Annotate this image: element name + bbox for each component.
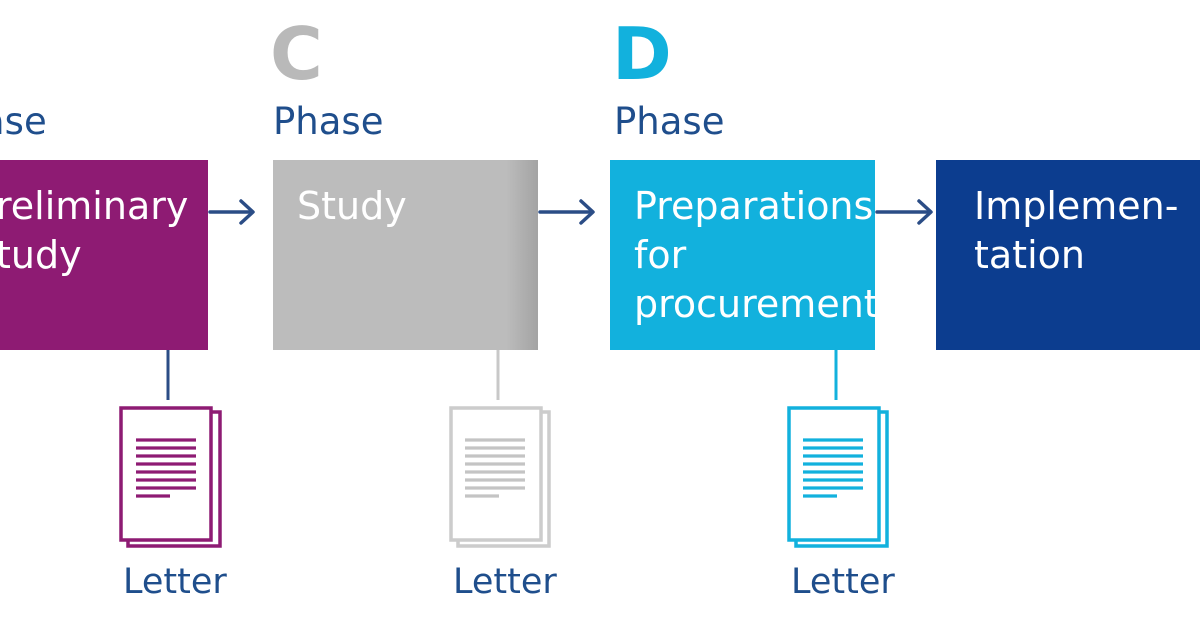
document-icon [787, 406, 889, 548]
phase-c-title: Study [297, 184, 407, 228]
phase-b-document-label: Letter [123, 562, 227, 602]
document-icon [119, 406, 222, 548]
phase-b-label: ase [0, 100, 47, 143]
arrow-right-icon [875, 199, 933, 225]
arrow-right-icon [208, 199, 255, 225]
phase-e-title: Implemen- tation [974, 184, 1179, 277]
phase-d-title: Preparations for procurement [634, 184, 879, 326]
phase-c-document-label: Letter [453, 562, 557, 602]
phase-b-title: reliminary tudy [0, 184, 189, 277]
phase-c-label: Phase [273, 100, 384, 143]
phase-c-letter: C [270, 12, 323, 96]
phase-b-box: reliminary tudy [0, 160, 208, 350]
phase-d-label: Phase [614, 100, 725, 143]
phase-d-box: Preparations for procurement [610, 160, 879, 350]
phase-d-document-label: Letter [791, 562, 895, 602]
phase-c-box: Study [273, 160, 538, 350]
phase-d-letter: D [612, 12, 672, 96]
document-icon [449, 406, 551, 548]
arrow-right-icon [538, 199, 595, 225]
phase-e-box: Implemen- tation [936, 160, 1200, 350]
